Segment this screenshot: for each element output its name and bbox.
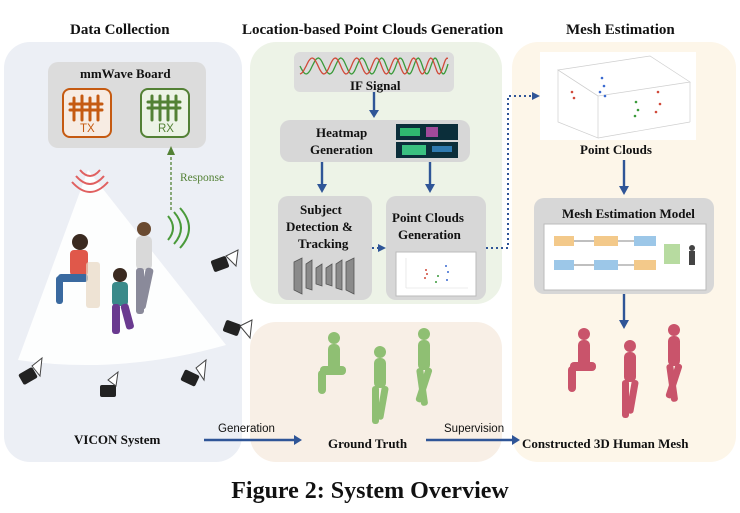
vicon-system-label: VICON System [74,432,161,447]
pointcloud-generation-header: Location-based Point Clouds Generation [242,22,504,38]
point-cloud-thumbnail [395,251,477,297]
model-architecture-diagram [543,223,707,291]
pc-gen-line1: Point Clouds [392,210,464,225]
data-collection-header: Data Collection [70,22,170,38]
pc-gen-line2: Generation [398,227,461,242]
mmwave-board-title: mmWave Board [80,66,171,81]
subject-line2: Detection & [286,219,353,234]
figure-caption: Figure 2: System Overview [231,478,509,504]
heatmap-line2: Generation [310,142,373,157]
subject-line1: Subject [300,202,342,217]
mesh-estimation-header: Mesh Estimation [566,22,675,38]
tx-antenna-icon [62,88,112,138]
constructed-mesh-label: Constructed 3D Human Mesh [522,436,689,451]
point-clouds-3d-plot [540,52,696,140]
rx-antenna-icon [140,88,190,138]
heatmap-line1: Heatmap [316,125,368,140]
cnn-network-icon [293,257,355,295]
tx-label: TX [80,123,95,135]
generation-arrow-label: Generation [218,423,275,435]
point-clouds-label: Point Clouds [580,142,652,157]
if-signal-waveform [299,57,449,75]
heatmap-thumbnail [396,124,458,158]
rx-label: RX [158,123,174,135]
if-signal-label: IF Signal [350,78,401,93]
supervision-arrow-label: Supervision [444,423,505,435]
mesh-model-label: Mesh Estimation Model [562,206,695,221]
subject-line3: Tracking [298,236,349,251]
response-label: Response [180,172,225,184]
ground-truth-label: Ground Truth [328,436,408,451]
